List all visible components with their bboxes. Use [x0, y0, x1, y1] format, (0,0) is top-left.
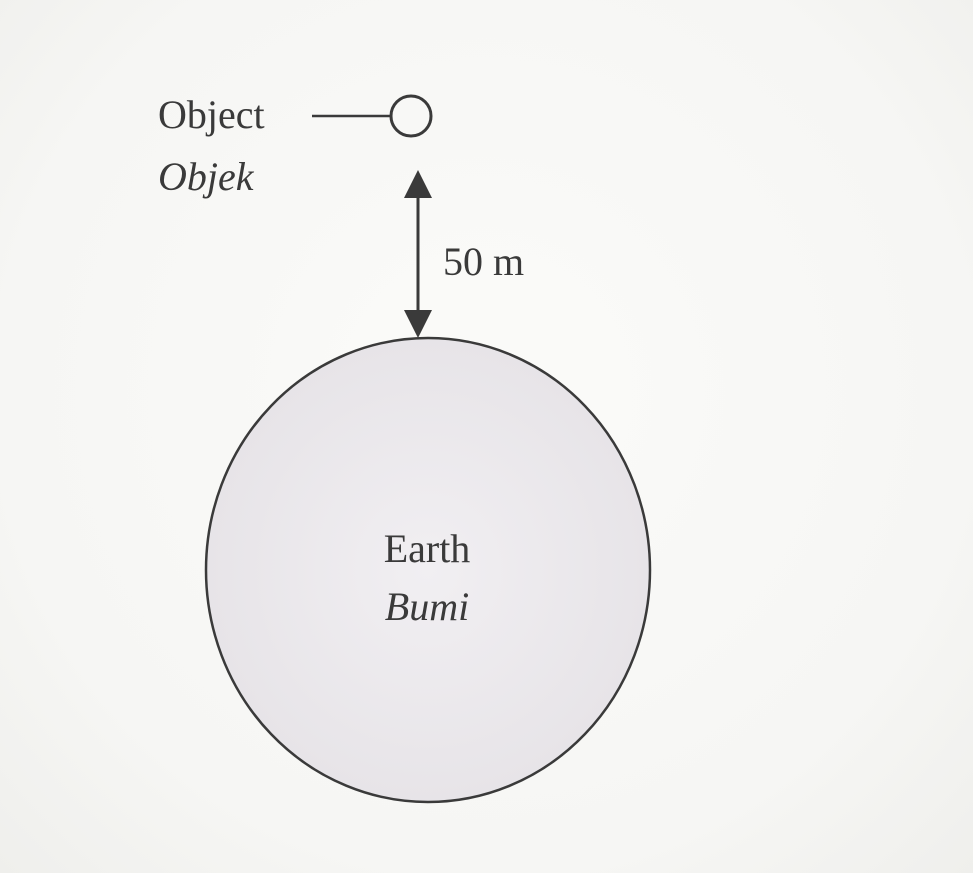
- earth-circle: [204, 336, 652, 804]
- object-label-en: Object: [158, 92, 265, 137]
- object-label-ms: Objek: [158, 154, 255, 199]
- distance-label: 50 m: [443, 239, 524, 284]
- earth-label-en: Earth: [384, 526, 471, 571]
- earth-label-ms: Bumi: [385, 584, 469, 629]
- distance-arrow-up-head: [404, 170, 432, 198]
- distance-arrow-down-head: [404, 310, 432, 338]
- object-circle: [389, 94, 433, 138]
